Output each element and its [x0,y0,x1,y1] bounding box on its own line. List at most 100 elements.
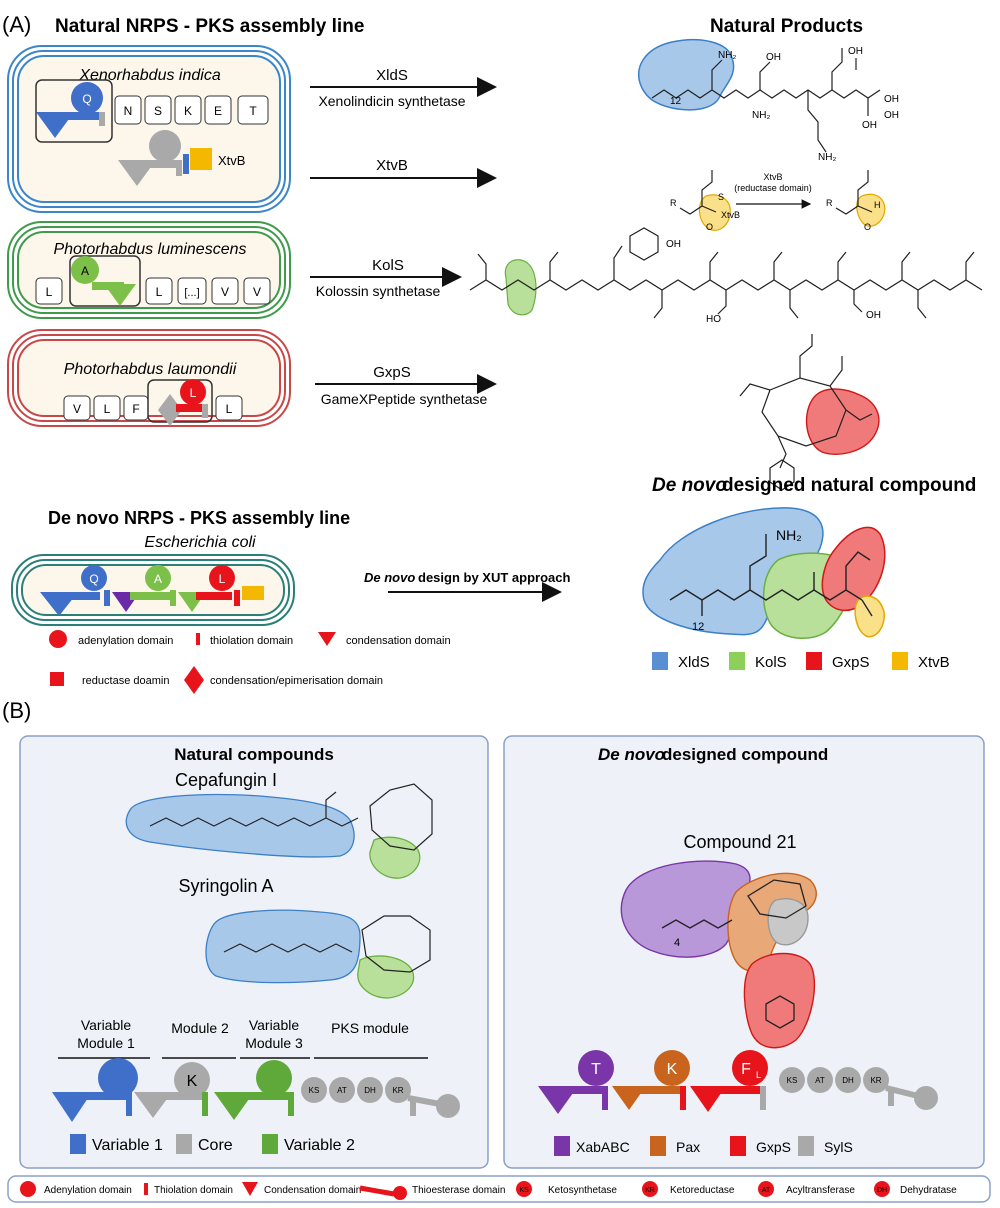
key-xlds-swatch [652,652,668,670]
legend-thiolation: thiolation domain [210,635,293,647]
condensation-legend-icon [318,632,336,646]
key-syls-swatch [798,1136,814,1156]
linker [140,160,178,168]
adenylation-icon [71,256,99,284]
key-kols: KolS [755,654,787,671]
condensation-legend-icon [242,1182,258,1196]
thiolation-legend-icon [196,633,200,645]
xlds-oh-3: OH [884,94,899,105]
module-label-variable-1-line2: Module 1 [77,1035,135,1051]
module-s: S [154,104,162,118]
adenylation-legend-icon [49,630,67,648]
lum-module-v2: V [253,285,261,299]
lum-module-l: L [46,285,53,299]
denovo-structure [642,507,886,639]
reductase-icon [190,148,212,170]
kols-ho: HO [706,314,721,325]
bl-at-abbr: AT [762,1187,771,1194]
module-k: K [184,104,192,118]
key-xtvb-swatch [892,652,908,670]
key-gxps-swatch [806,652,822,670]
legend-condensation: condensation domain [346,635,451,647]
domain-legend-a: adenylation domain thiolation domain con… [49,630,451,694]
xtvb-reaction-line1: XtvB [763,172,782,182]
key-xababc-swatch [554,1136,570,1156]
module-label-variable-1-line1: Variable [81,1017,132,1033]
kr-legend-icon [642,1181,658,1197]
nat-at: AT [337,1086,347,1095]
dn-at: AT [815,1076,825,1085]
thioesterase-legend-icon [359,1185,395,1197]
kols-oh: OH [866,310,881,321]
thiolation-icon [99,112,105,126]
denovo-sub12: 12 [692,621,704,633]
key-gxps: GxpS [832,654,870,671]
ecoli-domain-a: A [154,572,162,586]
bl-dh: Dehydratase [900,1185,957,1196]
lum-domain-a: A [81,264,89,278]
key-pax-swatch [650,1136,666,1156]
lau-module-v: V [73,402,81,416]
natural-assembly-title: Natural NRPS - PKS assembly line [55,16,364,37]
module-label-variable-3-line1: Variable [249,1017,300,1033]
xeno-modules: N S K E T [114,95,269,125]
organism-laumondii: Photorhabdus laumondii [64,361,237,378]
nat-dh: DH [364,1086,376,1095]
bl-at: Acyltransferase [786,1185,855,1196]
xlds-sub12: 12 [670,96,682,107]
kols-desc: Kolossin synthetase [316,283,441,299]
xtvb-reaction-r2: R [826,198,833,208]
legend-reductase: reductase doamin [82,675,169,687]
xlds-nh2-a: NH₂ [718,50,736,61]
xtvb-arrow-name: XtvB [376,157,408,174]
xlds-nh2-c: NH₂ [818,152,836,163]
module-label-2: Module 2 [171,1020,229,1036]
xlds-oh-4: OH [862,120,877,131]
xlds-oh-2: OH [848,46,863,57]
compound-21-name: Compound 21 [683,832,796,852]
legend-epimerisation: condensation/epimerisation domain [210,675,383,687]
module-n: N [124,104,133,118]
module-t: T [249,104,257,118]
key-gxps-b: GxpS [756,1139,791,1155]
source-key-a: XldS KolS GxpS XtvB [652,652,950,671]
key-xababc: XabABC [576,1139,630,1155]
xtvb-reaction-s: S [718,192,724,202]
nat-domain-k: K [187,1073,198,1090]
key-variable1-swatch [70,1134,86,1154]
natural-products-title: Natural Products [710,16,863,37]
natural-compounds-title: Natural compounds [174,745,334,764]
xtvb-reaction-line2: (reductase domain) [734,183,812,193]
lau-module-l: L [104,402,111,416]
xtvb-label: XtvB [218,153,245,168]
gxps-desc: GameXPeptide synthetase [321,391,488,407]
bl-kr: Ketoreductase [670,1185,735,1196]
gamexpeptide-structure [739,334,880,491]
key-xlds: XldS [678,654,710,671]
adenylation-icon [180,379,206,405]
dn-ks: KS [787,1076,798,1085]
nat-kr: KR [392,1086,403,1095]
key-core: Core [198,1137,233,1154]
xtvb-reaction-tag: XtvB [721,210,740,220]
key-syls: SylS [824,1139,853,1155]
xlds-name: XldS [376,67,408,84]
dn-domain-f: F [741,1061,751,1078]
thiolation-blue [183,154,189,174]
ecoli-domain-l: L [219,572,226,586]
xenolindicin-structure [637,39,881,153]
lau-module-l2: L [226,402,233,416]
denovo-compound-title-rest: designed natural compound [722,475,976,496]
xut-label-italic: De novo [364,570,415,585]
denovo-nh2: NH₂ [776,527,802,543]
at-legend-icon [758,1181,774,1197]
xut-label-rest: design by XUT approach [418,570,570,585]
xtvb-reaction-r1: R [670,198,677,208]
denovo-b-title-rest: designed compound [662,745,828,764]
organism-luminescens: Photorhabdus luminescens [53,241,246,258]
epimerisation-legend-icon [184,666,204,694]
struct-sub4: 4 [674,937,680,949]
bottom-legend: Adenylation domain Thiolation domain Con… [7,1175,991,1203]
denovo-compound-title-italic: De novo [652,475,727,496]
